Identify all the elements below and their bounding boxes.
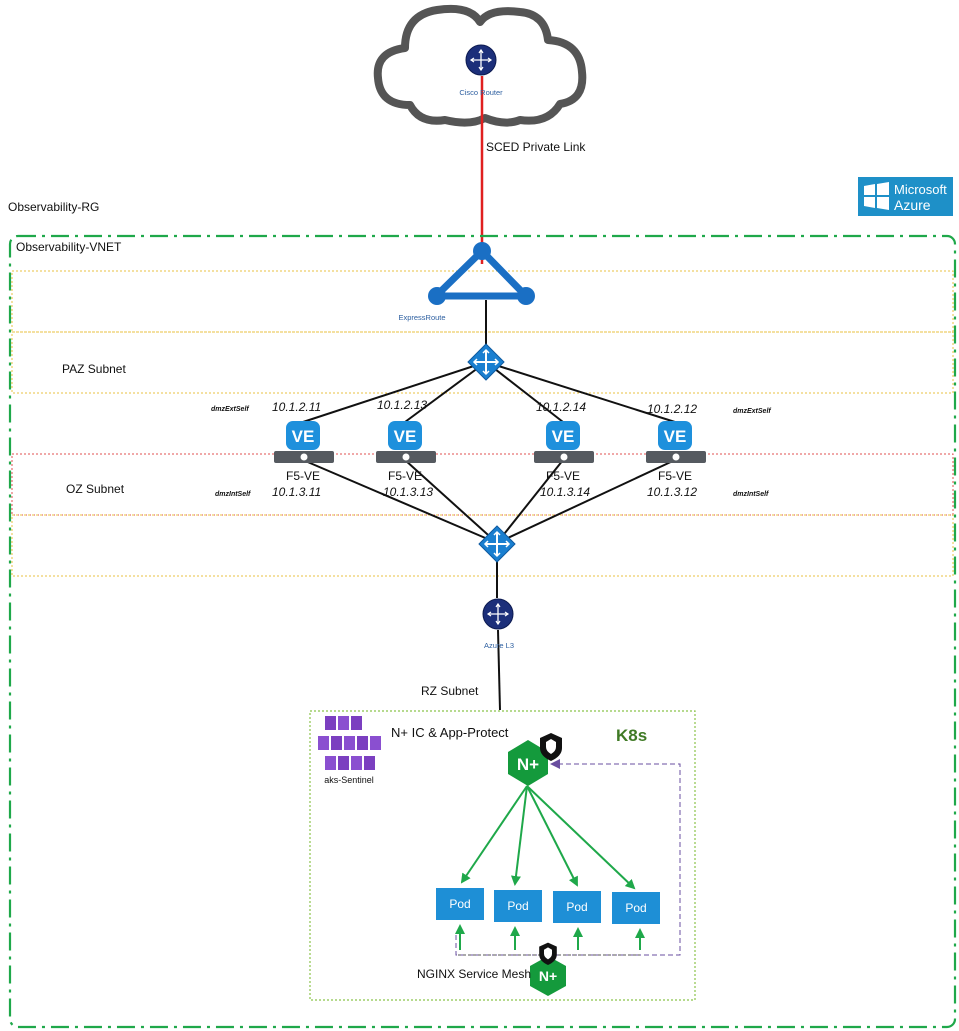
logo-azure-text: Azure [894, 197, 931, 213]
cisco-router-label: Cisco Router [459, 88, 503, 97]
gateway-subnet-band [11, 270, 954, 333]
pod: Pod [436, 888, 484, 920]
vnet-boundary [8, 234, 957, 1029]
nginx-service-mesh-icon: N+ [530, 956, 566, 996]
network-links [302, 300, 676, 711]
private-link-label: SCED Private Link [486, 140, 586, 154]
pod-label: Pod [625, 901, 646, 915]
pod: Pod [494, 890, 542, 922]
f5-ext-ip: 10.1.2.14 [536, 400, 586, 414]
aks-cluster-label: aks-Sentinel [324, 775, 374, 785]
aks-cluster-icon [318, 716, 381, 770]
f5-name: F5-VE [388, 469, 422, 483]
oz-subnet-band [11, 453, 954, 516]
int-self-label-right: dmzIntSelf [733, 491, 769, 498]
ve-badge [546, 421, 580, 450]
f5-ve-device: 10.1.2.11 VE F5-VE 10.1.3.11 [272, 400, 334, 499]
f5-ext-ip: 10.1.2.11 [272, 400, 321, 414]
cisco-router-icon [465, 44, 497, 76]
f5-int-ip: 10.1.3.14 [540, 485, 590, 499]
nginx-plus-ingress-icon: N+ [508, 740, 548, 786]
paz-subnet-band [11, 331, 954, 394]
ve-badge [286, 421, 320, 450]
pod-label: Pod [449, 897, 470, 911]
paz-switch-icon [467, 343, 505, 381]
mesh-to-pod-arrows [455, 924, 645, 950]
feedback-loop-line [455, 759, 681, 956]
vnet-label: Observability-VNET [16, 240, 122, 254]
rz-subnet-label: RZ Subnet [421, 684, 479, 698]
oz-subnet-label: OZ Subnet [66, 482, 125, 496]
microsoft-azure-logo: Microsoft Azure [858, 177, 953, 216]
pod-label: Pod [507, 899, 528, 913]
f5-ext-ip: 10.1.2.13 [377, 398, 427, 412]
ext-self-label-right: dmzExtSelf [733, 408, 771, 415]
azure-l3-label: Azure L3 [484, 641, 514, 650]
pod: Pod [553, 891, 601, 923]
ve-badge-text: VE [394, 427, 417, 446]
ext-self-label-left: dmzExtSelf [211, 406, 249, 413]
f5-ve-device: 10.1.2.14 VE F5-VE 10.1.3.14 [534, 400, 594, 499]
ve-badge-text: VE [552, 427, 575, 446]
f5-name: F5-VE [658, 469, 692, 483]
ve-badge-text: VE [292, 427, 315, 446]
ingress-to-pod-arrows [460, 785, 636, 890]
paz-subnet-label: PAZ Subnet [62, 362, 126, 376]
f5-name: F5-VE [286, 469, 320, 483]
service-mesh-label: NGINX Service Mesh [417, 967, 531, 981]
azure-l3-router-icon [482, 598, 514, 630]
resource-group-label: Observability-RG [8, 200, 99, 214]
f5-ext-ip: 10.1.2.12 [647, 402, 697, 416]
k8s-label: K8s [616, 726, 647, 745]
expressroute-label: ExpressRoute [398, 313, 445, 322]
f5-int-ip: 10.1.3.13 [383, 485, 433, 499]
nginx-plus-badge-text: N+ [517, 755, 539, 774]
f5-ve-device: 10.1.2.12 VE F5-VE 10.1.3.12 [646, 402, 706, 499]
ingress-title: N+ IC & App-Protect [391, 725, 509, 740]
windows-icon [864, 182, 889, 210]
f5-name: F5-VE [546, 469, 580, 483]
ve-badge [388, 421, 422, 450]
ve-badge [658, 421, 692, 450]
nginx-mesh-badge-text: N+ [539, 968, 557, 984]
int-self-label-left: dmzIntSelf [215, 491, 251, 498]
pod-label: Pod [566, 900, 587, 914]
f5-int-ip: 10.1.3.11 [272, 485, 321, 499]
f5-ve-device: 10.1.2.13 VE F5-VE 10.1.3.13 [376, 398, 436, 499]
internal-subnet-band [11, 514, 954, 577]
aks-cluster-box [309, 710, 696, 1001]
expressroute-icon [428, 242, 535, 305]
ve-badge-text: VE [664, 427, 687, 446]
pod: Pod [612, 892, 660, 924]
f5-int-ip: 10.1.3.12 [647, 485, 697, 499]
logo-microsoft-text: Microsoft [894, 182, 947, 197]
